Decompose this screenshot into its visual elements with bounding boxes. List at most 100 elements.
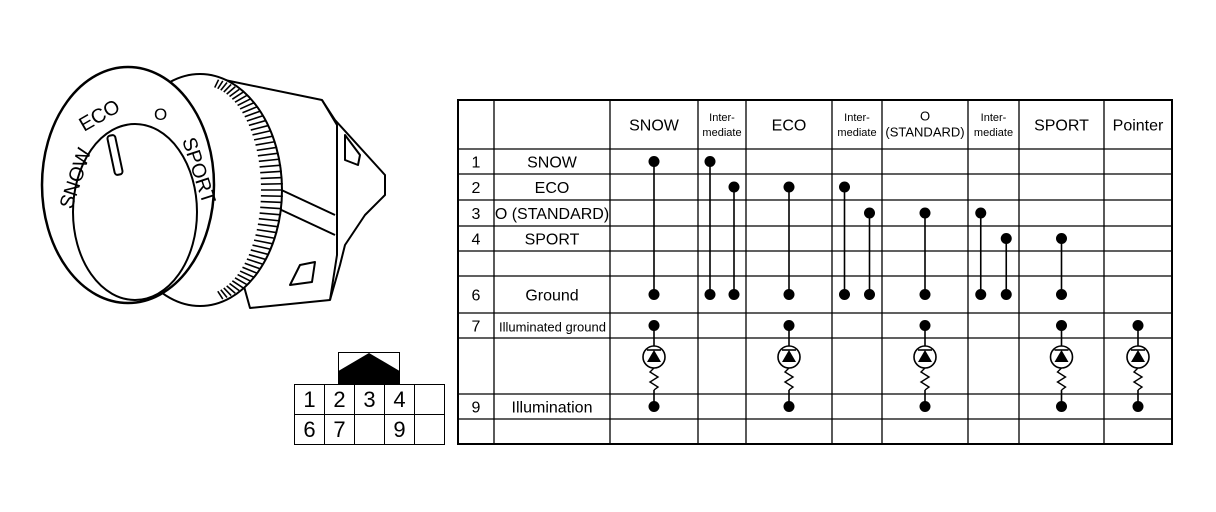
contact-snow: [648, 156, 660, 300]
row-pin-label: 2: [472, 180, 481, 197]
connector-row: 1 2 3 4: [294, 384, 445, 415]
knurl-pattern: [214, 79, 283, 300]
connector-pin: 7: [324, 414, 355, 445]
led-triangle-icon: [1131, 350, 1145, 362]
contact-dot: [1132, 320, 1144, 331]
contact-dot: [648, 320, 660, 331]
contact-int2: [864, 207, 875, 300]
contact-dot: [1056, 233, 1067, 244]
row-pin-label: 6: [472, 288, 481, 305]
column-header-standard: (STANDARD): [885, 125, 964, 140]
connector-row: 6 7 9: [294, 414, 445, 445]
column-header-int1: mediate: [702, 127, 741, 139]
contact-dot: [919, 401, 931, 412]
column-header-int1: Inter-: [709, 112, 735, 124]
illumination-led-standard: [913, 320, 937, 412]
contact-sport: [1056, 233, 1067, 300]
contact-dot: [975, 207, 987, 219]
contact-dot: [1056, 401, 1067, 412]
resistor-icon: [1132, 367, 1144, 391]
contact-eco: [783, 181, 795, 300]
knob-label-standard: O: [154, 105, 167, 124]
row-name-label: ECO: [535, 180, 570, 197]
contact-dot: [1056, 320, 1067, 331]
contact-dot: [839, 289, 850, 300]
column-header-sport: SPORT: [1034, 118, 1089, 135]
illumination-led-eco: [777, 320, 801, 412]
column-header-snow: SNOW: [629, 118, 680, 135]
led-triangle-icon: [647, 350, 661, 362]
connector-pin: 6: [294, 414, 325, 445]
connector-pin-grid: 1 2 3 4 6 7 9: [294, 384, 445, 445]
column-header-int2: Inter-: [844, 112, 870, 124]
column-header-int3: Inter-: [981, 112, 1007, 124]
contact-int3: [1000, 233, 1012, 300]
resistor-icon: [919, 367, 931, 391]
led-triangle-icon: [1054, 350, 1069, 362]
column-header-pointer: Pointer: [1113, 118, 1164, 135]
row-pin-label: 3: [472, 206, 481, 223]
contact-dot: [1056, 289, 1067, 300]
contact-dot: [975, 289, 987, 300]
connector-pin: [414, 414, 445, 445]
illumination-led-sport: [1049, 320, 1074, 412]
contact-dot: [783, 401, 795, 412]
contact-dot: [648, 289, 660, 300]
column-header-eco: ECO: [772, 118, 807, 135]
contact-dot: [704, 289, 716, 300]
contact-dot: [919, 320, 931, 331]
contact-int1: [704, 156, 716, 300]
knob-center: [72, 123, 198, 301]
contact-dot: [919, 207, 931, 219]
contact-dot: [1000, 233, 1012, 244]
resistor-icon: [1056, 367, 1067, 391]
connector-pin: 3: [354, 384, 385, 415]
contact-dot: [839, 181, 850, 193]
column-header-standard: O: [920, 109, 930, 124]
resistor-icon: [783, 367, 795, 391]
resistor-icon: [648, 367, 660, 391]
contact-dot: [864, 207, 875, 219]
contact-dot: [704, 156, 716, 167]
contact-dot: [864, 289, 875, 300]
contact-dot: [783, 289, 795, 300]
row-pin-label: 4: [472, 232, 481, 249]
contact-dot: [919, 289, 931, 300]
connector-face: 1 2 3 4 6 7 9: [292, 352, 447, 448]
illumination-led-pointer: [1126, 320, 1150, 412]
contact-dot: [1000, 289, 1012, 300]
row-pin-label: 9: [472, 400, 481, 417]
contact-standard: [919, 207, 931, 300]
connector-lock-tab: [338, 352, 400, 385]
contact-dot: [728, 289, 740, 300]
led-triangle-icon: [782, 350, 796, 362]
selector-knob-illustration: SNOW ECO O SPORT: [40, 65, 386, 309]
connector-pin: [414, 384, 445, 415]
column-header-int3: mediate: [974, 127, 1013, 139]
row-name-label: O (STANDARD): [495, 206, 609, 223]
led-triangle-icon: [918, 350, 932, 362]
contact-dot: [648, 156, 660, 167]
contact-dot: [728, 181, 740, 193]
row-name-label: SPORT: [525, 232, 580, 249]
row-name-label: SNOW: [527, 155, 578, 172]
contact-dot: [783, 181, 795, 193]
contact-int1: [728, 181, 740, 300]
connector-pin: [354, 414, 385, 445]
row-pin-label: 7: [472, 319, 481, 336]
pointer-indicator: [106, 134, 124, 176]
table-grid: [457, 99, 1173, 445]
row-pin-label: 1: [472, 155, 481, 172]
contact-int3: [975, 207, 987, 300]
table-border: [457, 99, 1173, 445]
contact-dot: [648, 401, 660, 412]
column-header-int2: mediate: [837, 127, 876, 139]
connector-pin: 1: [294, 384, 325, 415]
row-name-label: Illumination: [512, 400, 593, 417]
row-name-label: Ground: [525, 288, 578, 305]
row-name-label: Illuminated ground: [499, 320, 606, 335]
contact-dot: [1132, 401, 1144, 412]
illumination-led-snow: [642, 320, 666, 412]
contact-int2: [839, 181, 850, 300]
